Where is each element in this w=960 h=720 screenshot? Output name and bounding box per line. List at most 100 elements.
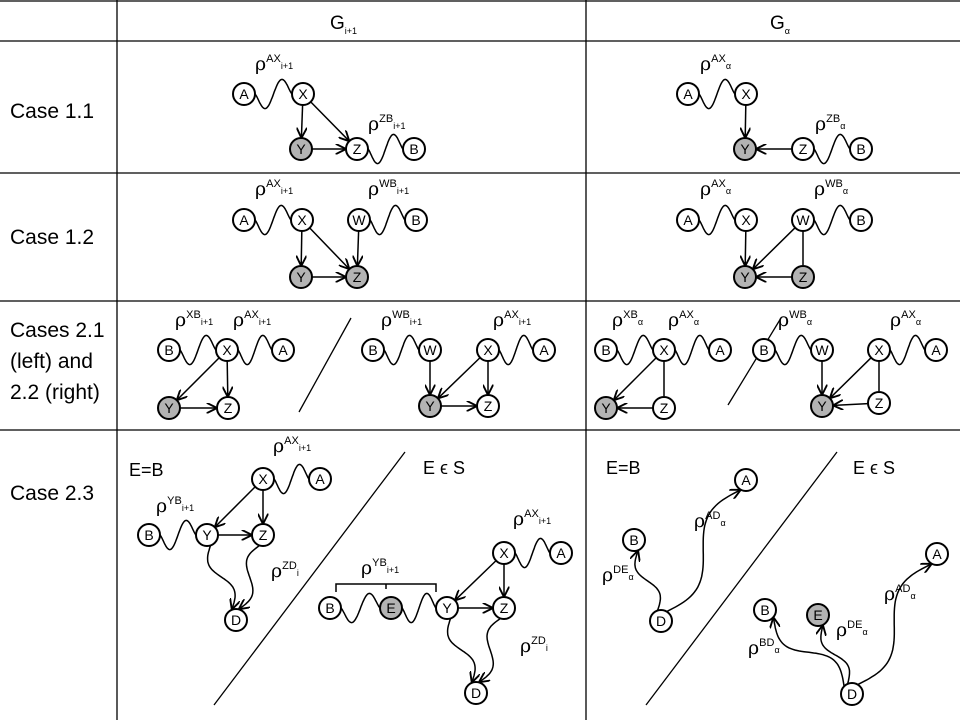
rho-subscript: i+1 [281,61,293,71]
rho-symbol: ρ [748,637,759,659]
node-z: Z [216,396,240,420]
node-circle [676,82,700,106]
node-circle [734,208,758,232]
node-y: Y [418,394,442,418]
node-circle [464,681,488,705]
edge-curvy-d-b [774,618,845,687]
node-a: A [271,338,295,362]
node-label: X [741,86,751,102]
node-label: Z [224,400,233,416]
condition-e-equals-b-right: E=B [606,458,641,478]
node-label: B [325,600,334,616]
rho-label-ax: ρAXi+1 [273,435,311,457]
node-label: Y [296,269,306,285]
edge-wave-a-x [698,78,736,110]
node-label: W [423,342,437,358]
edge-wave-a-x [698,204,736,236]
rho-subscript: i [546,643,548,653]
node-b: B [753,598,777,622]
rho-superscript: YB [372,557,387,569]
rho-label-wb: ρWBα [814,178,848,200]
rho-superscript: AX [284,435,299,447]
node-z: Z [492,596,516,620]
node-circle [404,208,428,232]
node-label: W [815,342,829,358]
node-circle [251,467,275,491]
node-label: E [813,607,822,623]
node-b: B [402,137,426,161]
node-label: B [760,602,769,618]
edge-wave-x-a [237,334,273,366]
edge-arrow-x-y [614,357,657,400]
node-b: B [318,596,342,620]
edge-arrow-z-y [834,404,869,406]
node-label: X [659,342,669,358]
rho-superscript: AX [711,178,726,190]
edge-arrow-x-y [215,486,256,527]
edge-curvy-y-d [446,618,476,681]
node-e: E [379,596,403,620]
node-circle [476,394,500,418]
node-label: Z [353,269,362,285]
node-label: B [368,342,377,358]
node-y: Y [733,137,757,161]
rho-label-zd: ρZDi [520,635,548,657]
node-a: A [232,208,256,232]
node-z: Z [476,394,500,418]
node-y: Y [289,265,313,289]
node-label: A [239,212,249,228]
rho-subscript: α [862,627,867,637]
rho-symbol: ρ [513,508,524,530]
rho-label-wb: ρWBα [778,309,812,331]
node-label: B [629,532,638,548]
node-circle [791,137,815,161]
edge-wave-z-b [813,133,851,165]
rho-superscript: AX [901,309,916,321]
rho-superscript: AX [504,309,519,321]
row-label-case-1-1: Case 1.1 [10,100,94,123]
node-label: Y [425,398,435,414]
rho-subscript: i [297,568,299,578]
node-y: Y [733,265,757,289]
node-circle [867,338,891,362]
node-circle [752,338,776,362]
rho-subscript: α [720,518,725,528]
edge-arrow-w-y [754,227,796,269]
node-d: D [224,608,248,632]
node-circle [649,609,673,633]
node-label: X [741,212,751,228]
rho-superscript: DE [847,619,862,631]
rho-symbol: ρ [361,557,372,579]
rho-superscript: ZB [826,113,840,125]
node-circle [402,137,426,161]
node-a: A [532,338,556,362]
edge-wave-b-x [616,334,654,366]
node-label: Y [202,527,212,543]
node-circle [810,394,834,418]
node-a: A [308,467,332,491]
node-label: X [222,342,232,358]
node-label: X [298,86,308,102]
edge-wave-e-y [401,592,437,624]
rho-superscript: ZD [531,635,546,647]
node-label: D [847,686,857,702]
rho-label-ad: ρADα [884,583,916,605]
rho-superscript: XB [623,309,638,321]
node-circle [224,608,248,632]
node-circle [849,208,873,232]
node-x: X [652,338,676,362]
rho-symbol: ρ [255,53,266,75]
header-g-i-plus-1-sub: i+1 [345,26,357,36]
node-b: B [361,338,385,362]
node-x: X [492,541,516,565]
node-circle [733,265,757,289]
rho-label-yb: ρYBi+1 [156,495,194,517]
rho-subscript: i+1 [299,443,311,453]
node-circle [733,137,757,161]
node-circle [532,338,556,362]
edge-curvy-d-b [635,551,662,611]
